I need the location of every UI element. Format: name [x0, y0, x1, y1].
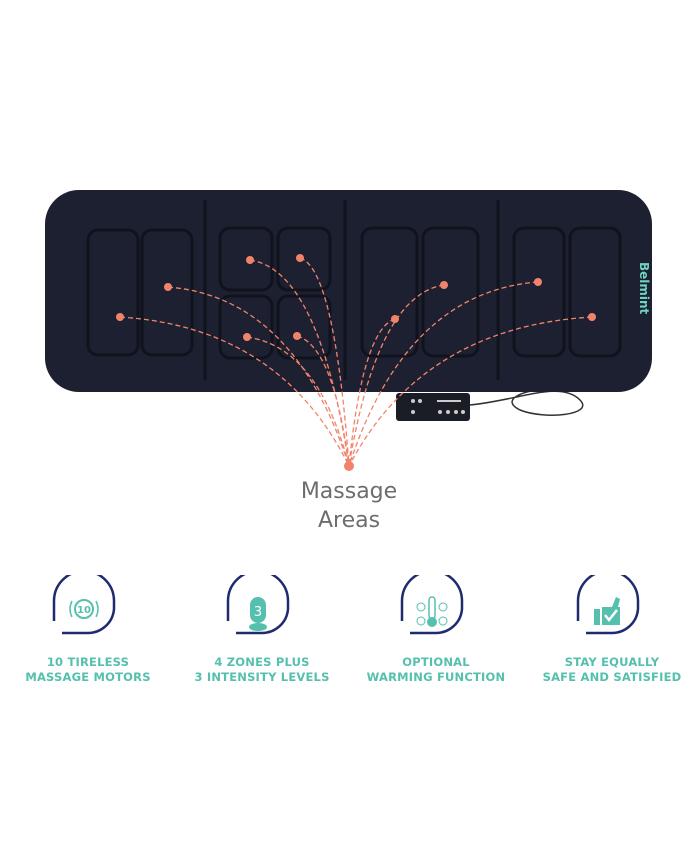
massage-mat — [45, 190, 652, 392]
massage-area-line — [348, 281, 539, 467]
massage-area-line — [348, 318, 396, 467]
feature-line2: MASSAGE MOTORS — [25, 670, 151, 684]
massage-area-line — [167, 286, 350, 467]
focus-dot — [344, 461, 354, 471]
brand-logo: Belmint — [637, 262, 651, 315]
massage-area-dot — [116, 313, 124, 321]
massage-area-dot — [296, 254, 304, 262]
massage-area-line — [348, 284, 445, 467]
feature-line1: STAY EQUALLY — [564, 655, 660, 669]
massage-area-line — [296, 335, 350, 467]
thermometer-warming-icon — [400, 575, 464, 635]
feature-line2: 3 INTENSITY LEVELS — [194, 670, 330, 684]
massage-areas-label-line2: Areas — [317, 508, 381, 533]
massage-area-dot — [391, 315, 399, 323]
massage-area-dot — [440, 281, 448, 289]
massage-mat-illustration: Belmint — [45, 190, 652, 471]
massage-area-line — [299, 257, 350, 467]
feature-line2: SAFE AND SATISFIED — [542, 670, 682, 684]
checkmark-shield-icon — [576, 575, 640, 635]
vibration-10-icon: 10 — [52, 575, 116, 635]
massage-area-line — [348, 316, 593, 467]
massage-area-dot — [246, 256, 254, 264]
feature-line1: OPTIONAL — [402, 655, 470, 669]
controller-buttons — [411, 399, 465, 414]
svg-text:3: 3 — [254, 605, 262, 620]
massage-area-dot — [534, 278, 542, 286]
massage-area-line — [246, 336, 350, 467]
feature-line1: 10 TIRELESS — [46, 655, 130, 669]
mat-cushion-segments — [86, 200, 622, 380]
remote-controller[interactable] — [396, 393, 470, 421]
svg-text:10: 10 — [77, 605, 91, 616]
massage-area-dot — [243, 333, 251, 341]
massage-area-dot — [164, 283, 172, 291]
power-cord — [469, 387, 584, 416]
massage-area-line — [119, 316, 350, 467]
feature-line1: 4 ZONES PLUS — [214, 655, 310, 669]
zones-3-levels-icon: 3 — [226, 575, 290, 635]
massage-area-dot — [588, 313, 596, 321]
feature-line2: WARMING FUNCTION — [366, 670, 506, 684]
massage-areas-label-line1: Massage — [300, 479, 398, 504]
massage-area-lines — [119, 257, 593, 467]
massage-area-dots — [116, 254, 596, 341]
massage-area-dot — [293, 332, 301, 340]
